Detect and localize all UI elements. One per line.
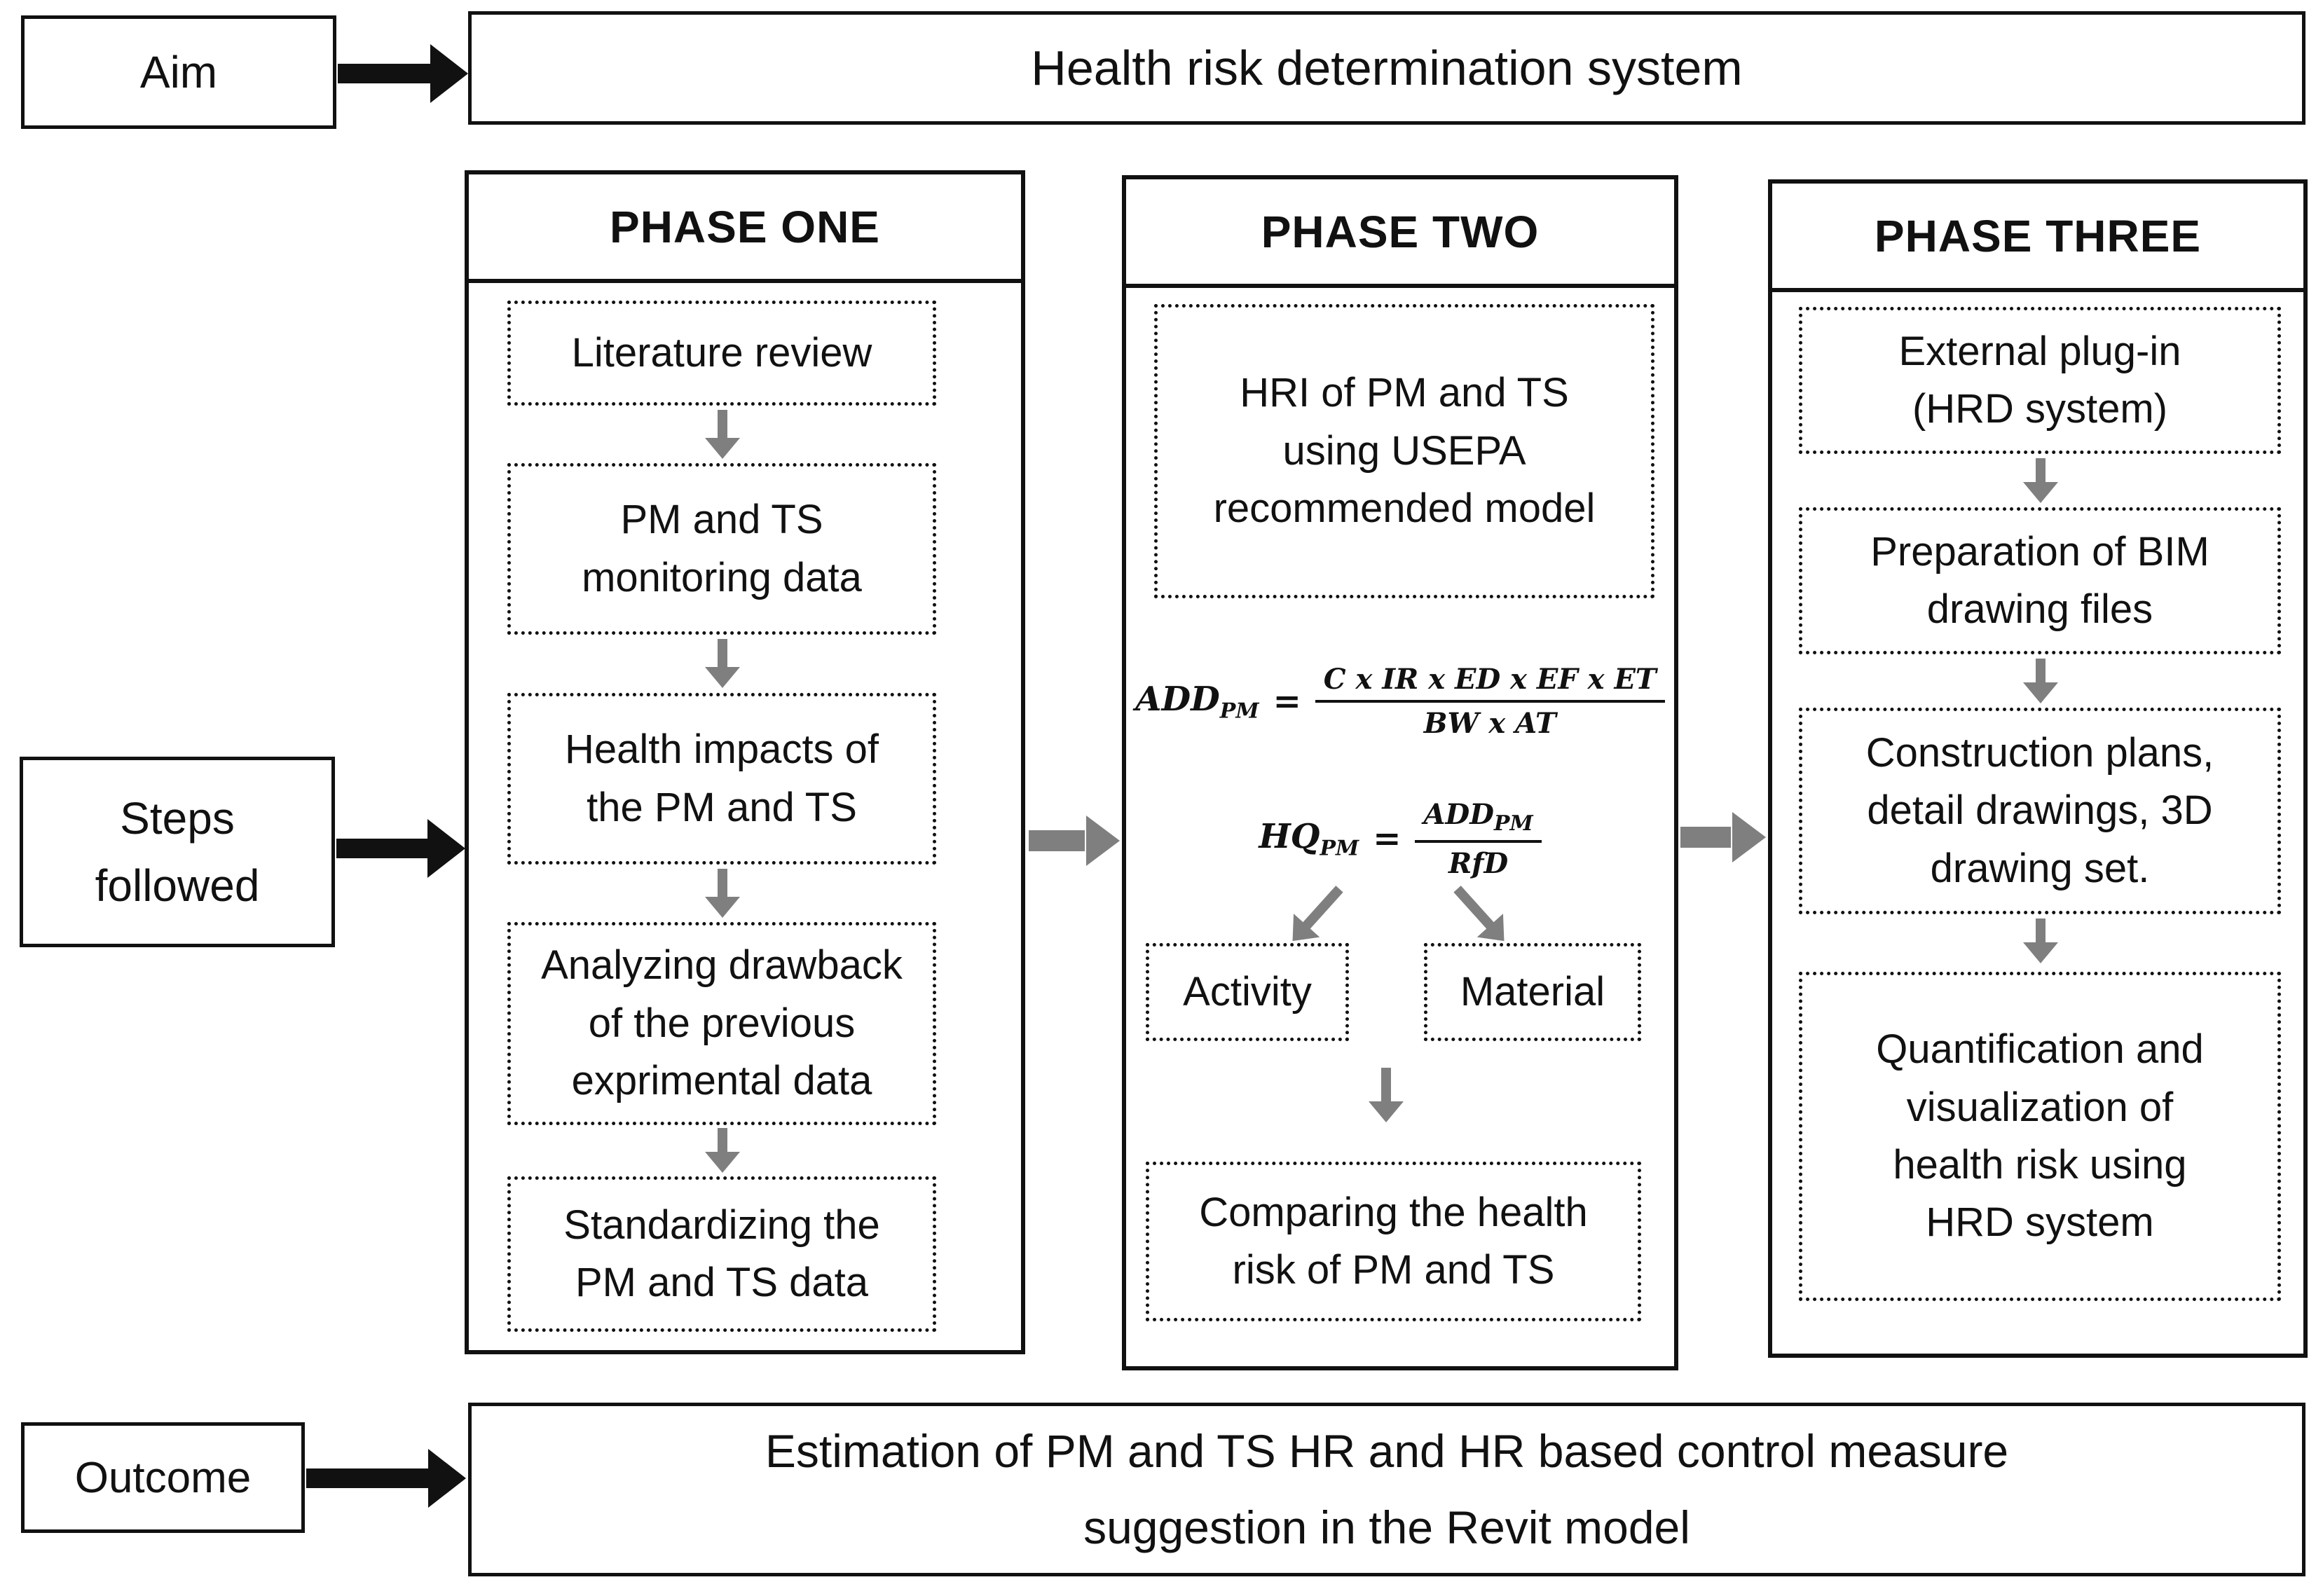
arrow-head [1369,1101,1404,1122]
step-label: Construction plans, detail drawings, 3D … [1865,729,2214,891]
arrow-down-icon [704,869,741,918]
step-label: Analyzing drawback of the previous expri… [541,942,903,1104]
arrow-head [1086,816,1120,866]
arrow-shaft [718,410,727,441]
step-health-impacts: Health impacts of the PM and TS [507,693,936,865]
aim-label: Aim [139,47,218,97]
step-label: Quantification and visualization of heal… [1876,1026,2204,1246]
arrow-shaft [306,1468,431,1488]
outcome-text: Estimation of PM and TS HR and HR based … [765,1425,2009,1553]
arrow-shaft [336,839,430,858]
step-construction-plans: Construction plans, detail drawings, 3D … [1799,708,2281,914]
steps-followed-box: Steps followed [20,757,335,947]
arrow-shaft [718,869,727,900]
phase-one-column: PHASE ONE Literature review PM and TS mo… [465,170,1025,1354]
arrow-down-icon [2022,919,2059,963]
step-label: Standardizing the PM and TS data [563,1202,880,1305]
fraction: C x IR x ED x EF x ET BW x AT [1315,663,1665,740]
outcome-box: Outcome [21,1422,305,1533]
phase-three-column: PHASE THREE External plug-in (HRD system… [1768,179,2308,1358]
step-comparing-health-risk: Comparing the health risk of PM and TS [1146,1162,1641,1321]
step-label: Material [1460,968,1605,1014]
equals-sign: = [1373,819,1402,858]
phase-one-header: PHASE ONE [469,174,1021,283]
step-quantification-visualization: Quantification and visualization of heal… [1799,972,2281,1301]
step-external-plugin: External plug-in (HRD system) [1799,307,2281,454]
step-label: Health impacts of the PM and TS [564,727,879,830]
arrow-shaft [2036,919,2046,945]
step-label: Preparation of BIM drawing files [1870,528,2209,632]
phase-three-title: PHASE THREE [1874,210,2202,261]
arrow-down-icon [1368,1068,1404,1122]
fraction: ADDPM RfD [1415,798,1542,880]
arrow-down-icon [704,639,741,688]
phase-two-header: PHASE TWO [1126,179,1674,288]
formula-add: ADDPM = C x IR x ED x EF x ET BW x AT [1126,642,1674,761]
step-label: Activity [1183,968,1312,1014]
arrow-shaft [718,639,727,670]
arrow-head [2023,942,2058,963]
outcome-result-box: Estimation of PM and TS HR and HR based … [468,1403,2305,1576]
step-material: Material [1424,943,1641,1041]
arrow-head [2023,482,2058,503]
arrow-phase-two-to-three-icon [1680,809,1766,865]
step-hri-usepa-model: HRI of PM and TS using USEPA recommended… [1154,304,1654,598]
phase-two-title: PHASE TWO [1261,206,1540,257]
arrow-down-icon [704,1128,741,1173]
arrow-shaft [1680,827,1731,848]
arrow-head [1732,812,1766,862]
arrow-phase-one-to-two-icon [1029,813,1120,869]
step-label: Comparing the health risk of PM and TS [1199,1189,1588,1293]
denominator: RfD [1448,846,1509,880]
denominator: BW x AT [1423,707,1556,740]
step-activity: Activity [1146,943,1349,1041]
formula-hq: HQPM = ADDPM RfD [1126,779,1674,898]
arrow-head [428,1449,466,1508]
phase-two-column: PHASE TWO HRI of PM and TS using USEPA r… [1122,175,1678,1370]
arrow-head [427,819,465,878]
outcome-label: Outcome [74,1453,252,1502]
steps-followed-label: Steps followed [95,793,260,911]
formula-lhs: ADDPM [1135,679,1259,724]
arrow-head [705,897,740,918]
arrow-down-icon [704,410,741,459]
arrow-head [705,438,740,459]
arrow-shaft [338,64,433,83]
step-label: Literature review [571,329,872,376]
arrow-shaft [1381,1068,1391,1104]
numerator: ADDPM [1415,798,1542,843]
arrow-shaft [2036,458,2046,485]
arrow-down-icon [2022,458,2059,503]
formula-lhs: HQPM [1259,816,1359,861]
arrow-steps-to-phases-icon [336,818,465,879]
phase-three-header: PHASE THREE [1772,184,2303,292]
arrow-shaft [2036,659,2046,685]
equals-sign: = [1273,682,1301,721]
phase-one-title: PHASE ONE [610,201,880,252]
arrow-shaft [718,1128,727,1155]
arrow-head [705,1152,740,1173]
title-box: Health risk determination system [468,11,2305,125]
step-label: PM and TS monitoring data [582,497,862,600]
step-pm-ts-monitoring: PM and TS monitoring data [507,463,936,635]
step-label: External plug-in (HRD system) [1898,328,2181,432]
aim-box: Aim [21,15,336,129]
arrow-head [2023,682,2058,703]
step-analyzing-drawback: Analyzing drawback of the previous expri… [507,922,936,1125]
arrow-head [705,667,740,688]
step-literature-review: Literature review [507,301,936,406]
arrow-down-icon [2022,659,2059,703]
arrow-head [430,44,468,103]
step-label: HRI of PM and TS using USEPA recommended… [1213,370,1596,532]
page-title: Health risk determination system [1031,41,1743,95]
arrow-aim-to-title-icon [338,43,468,104]
step-standardizing-data: Standardizing the PM and TS data [507,1176,936,1332]
numerator: C x IR x ED x EF x ET [1315,663,1665,703]
arrow-outcome-to-result-icon [306,1448,466,1508]
arrow-shaft [1029,830,1085,851]
step-bim-drawing-files: Preparation of BIM drawing files [1799,507,2281,654]
